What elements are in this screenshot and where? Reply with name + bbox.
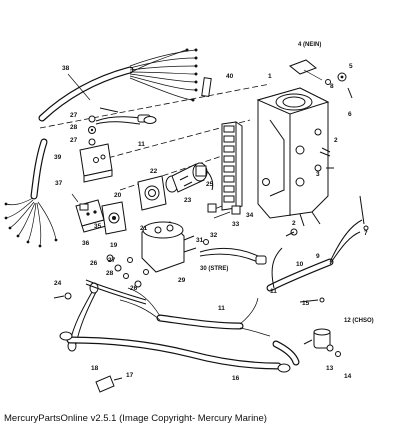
callout-10: 10 — [296, 261, 304, 268]
mounting-bracket — [79, 143, 113, 183]
callout-13: 13 — [326, 365, 334, 372]
terminal-strip — [207, 121, 243, 219]
left-wire-harness — [4, 138, 58, 248]
callout-28a: 28 — [70, 124, 78, 131]
cover-plate — [137, 175, 167, 211]
decal-label — [201, 77, 212, 98]
callout-37: 37 — [55, 180, 63, 187]
battery-cable-left — [53, 279, 147, 352]
callout-11a: 11 — [138, 141, 145, 148]
callout-3: 3 — [316, 171, 320, 178]
callout-22: 22 — [150, 168, 158, 175]
callout-23: 23 — [184, 197, 192, 204]
callout-27c: 27 — [108, 257, 116, 264]
image-caption: MercuryPartsOnline v2.5.1 (Image Copyrig… — [4, 413, 267, 424]
callout-30: 30 (STRE) — [200, 266, 228, 272]
callout-36: 36 — [82, 240, 90, 247]
callout-34: 34 — [246, 212, 254, 219]
callout-27a: 27 — [70, 112, 78, 119]
callout-2b: 2 — [292, 220, 296, 227]
callout-18: 18 — [91, 365, 99, 372]
fasteners-right — [285, 72, 369, 237]
braided-harness-right — [266, 219, 363, 303]
callout-25: 25 — [206, 181, 214, 188]
washers-lower — [106, 254, 149, 288]
callout-33: 33 — [232, 221, 240, 228]
callout-17: 17 — [126, 372, 134, 379]
callout-8: 8 — [330, 83, 334, 90]
callout-24: 24 — [54, 280, 62, 287]
callout-38: 38 — [62, 65, 70, 72]
callout-26b: 26 — [130, 285, 138, 292]
callout-28b: 28 — [106, 270, 114, 277]
retainer-clip — [289, 59, 323, 81]
callout-11c: 11 — [218, 305, 225, 312]
callout-15: 15 — [302, 300, 310, 307]
callout-12: 12 (CHSO) — [344, 318, 374, 324]
callout-11b: 11 — [270, 288, 277, 295]
choke-solenoid — [303, 328, 341, 357]
callout-14: 14 — [344, 373, 352, 380]
callout-5: 5 — [349, 63, 353, 70]
cable-clip — [95, 375, 123, 393]
callout-32: 32 — [210, 232, 218, 239]
callout-labels: 1 2 2 3 4 (NEIN) 5 6 7 8 9 10 11 11 11 1… — [54, 42, 374, 382]
callout-27b: 27 — [70, 137, 78, 144]
callout-7: 7 — [364, 230, 368, 237]
fuse-holder — [199, 239, 267, 265]
washers-and-short-lead — [88, 107, 157, 146]
callout-35: 35 — [94, 223, 102, 230]
callout-29: 29 — [178, 277, 186, 284]
callout-16: 16 — [232, 375, 240, 382]
braided-harness-center — [119, 287, 271, 337]
main-mounting-housing — [256, 87, 330, 227]
callout-31: 31 — [196, 237, 204, 244]
callout-20: 20 — [114, 192, 122, 199]
callout-19: 19 — [110, 242, 118, 249]
callout-26a: 26 — [90, 260, 98, 267]
callout-4: 4 (NEIN) — [298, 42, 321, 48]
callout-21: 21 — [140, 225, 148, 232]
mounting-plate — [101, 201, 127, 235]
callout-2: 2 — [334, 137, 338, 144]
callout-39: 39 — [54, 154, 62, 161]
ignition-switch — [165, 162, 214, 193]
callout-6: 6 — [348, 111, 352, 118]
callout-40: 40 — [226, 73, 234, 80]
callout-9: 9 — [316, 253, 320, 260]
upper-wire-harness — [38, 48, 198, 122]
solenoid-coil — [141, 221, 197, 273]
battery-cable-16 — [59, 331, 300, 373]
callout-1: 1 — [268, 73, 272, 80]
